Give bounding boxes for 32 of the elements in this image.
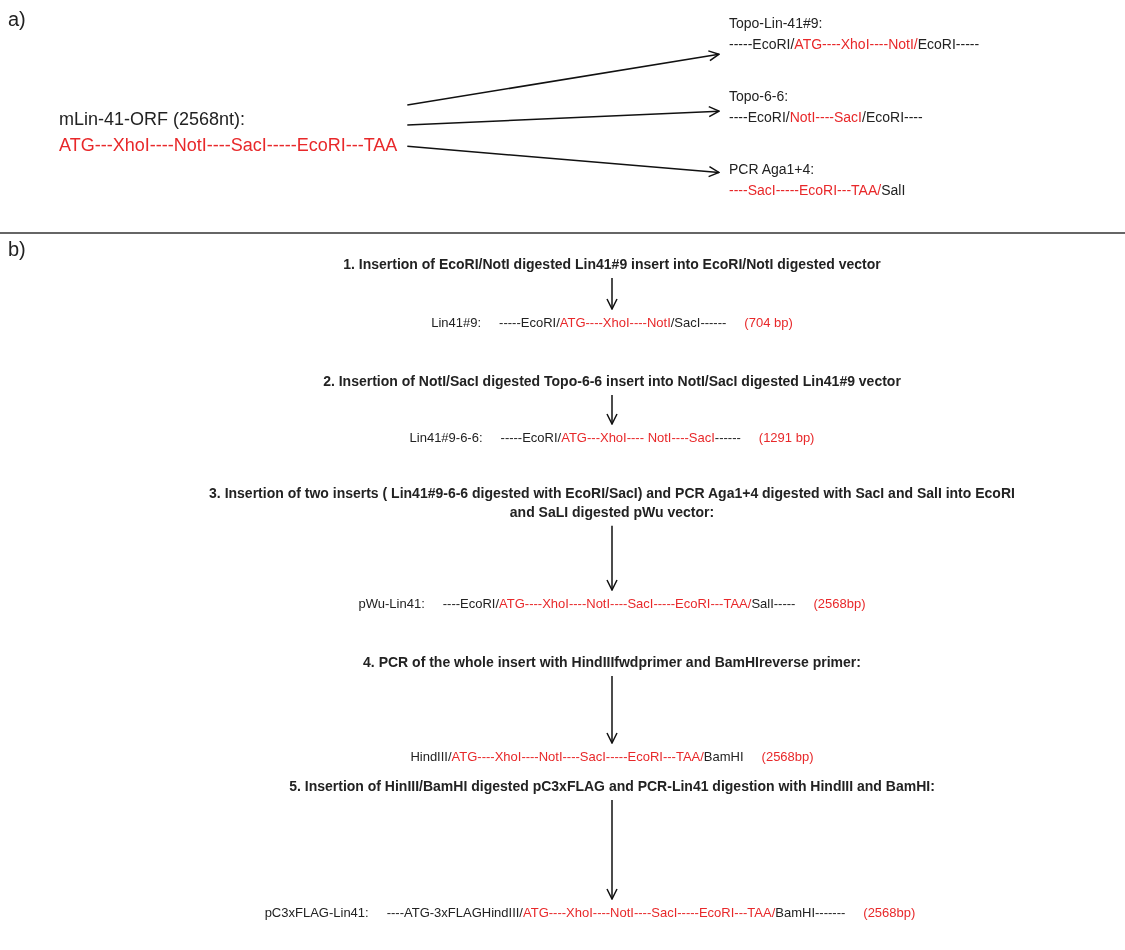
construct-name: pC3xFLAG-Lin41: [264,905,369,920]
step-heading: 4. PCR of the whole insert with HindIIIfwdprimer and BamHIreverse primer: [363,654,861,670]
sequence-map: -----EcoRI/ATG----XhoI----NotI/EcoRI----- [729,34,980,54]
sequence-map: -----EcoRI/ATG---XhoI---- NotI----SacI------ (1291 bp) [500,430,815,445]
construct-name: Lin41#9-6-6: [409,430,483,445]
construct-name: Lin41#9: [431,315,482,330]
sequence-name: mLin-41-ORF (2568nt): [59,108,247,131]
panel-label: b) [8,238,26,261]
arrow [606,394,618,425]
construct-name: pWu-Lin41: [358,596,425,611]
arrow [406,50,720,106]
sequence-map: ATG---XhoI----NotI----SacI-----EcoRI---TAA [59,134,398,158]
sequence-name: PCR Aga1+4: [729,160,816,179]
sequence-name: Topo-6-6: [729,87,790,106]
sequence-map: -----EcoRI/ATG----XhoI----NotI/SacI------ (704 bp) [499,315,793,330]
sequence-map: HindIII/ATG----XhoI----NotI----SacI-----EcoRI---TAA/BamHI (2568bp) [410,749,814,764]
step-heading: 5. Insertion of HinIII/BamHI digested pC3xFLAG and PCR-Lin41 digestion with HindIII and BamHI: [289,778,935,794]
sequence-map: ----EcoRI/ATG----XhoI----NotI----SacI-----EcoRI---TAA/SalI----- (2568bp) [442,596,866,611]
arrow [606,277,618,310]
sequence-map: ----SacI-----EcoRI---TAA/SalI [729,180,906,200]
arrow [606,525,618,591]
arrow [606,675,618,744]
sequence-name: Topo-Lin-41#9: [729,14,824,33]
arrow [406,105,720,126]
panel-label: a) [8,8,26,31]
step-heading: 2. Insertion of NotI/SacI digested Topo-6-6 insert into NotI/SacI digested Lin41#9 vector [323,373,901,389]
step-heading: 3. Insertion of two inserts ( Lin41#9-6-6 digested with EcoRI/SacI) and PCR Aga1+4 digested with SacI and SalI into EcoRI and SaLI digested pWu vector: [209,485,1015,520]
sequence-map: ----EcoRI/NotI----SacI/EcoRI---- [729,107,923,127]
sequence-map: ----ATG-3xFLAGHindIII/ATG----XhoI----NotI----SacI-----EcoRI---TAA/BamHI------- (2568bp) [386,905,916,920]
arrow [406,145,720,178]
step-heading: 1. Insertion of EcoRI/NotI digested Lin41#9 insert into EcoRI/NotI digested vector [343,256,881,272]
arrow [606,799,618,900]
